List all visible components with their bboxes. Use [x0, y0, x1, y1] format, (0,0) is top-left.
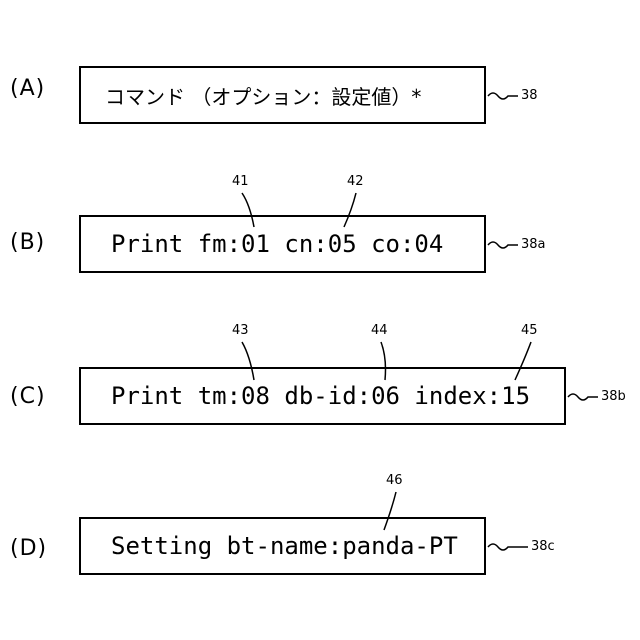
leader-43 — [242, 342, 254, 380]
leader-38b — [568, 394, 598, 400]
leader-42 — [344, 193, 356, 227]
leader-46 — [384, 492, 396, 530]
leader-44 — [381, 342, 386, 380]
leader-38c — [488, 544, 528, 550]
leader-45 — [515, 342, 531, 380]
leader-41 — [242, 193, 254, 227]
leader-38a — [488, 242, 518, 248]
leader-38 — [488, 93, 518, 99]
